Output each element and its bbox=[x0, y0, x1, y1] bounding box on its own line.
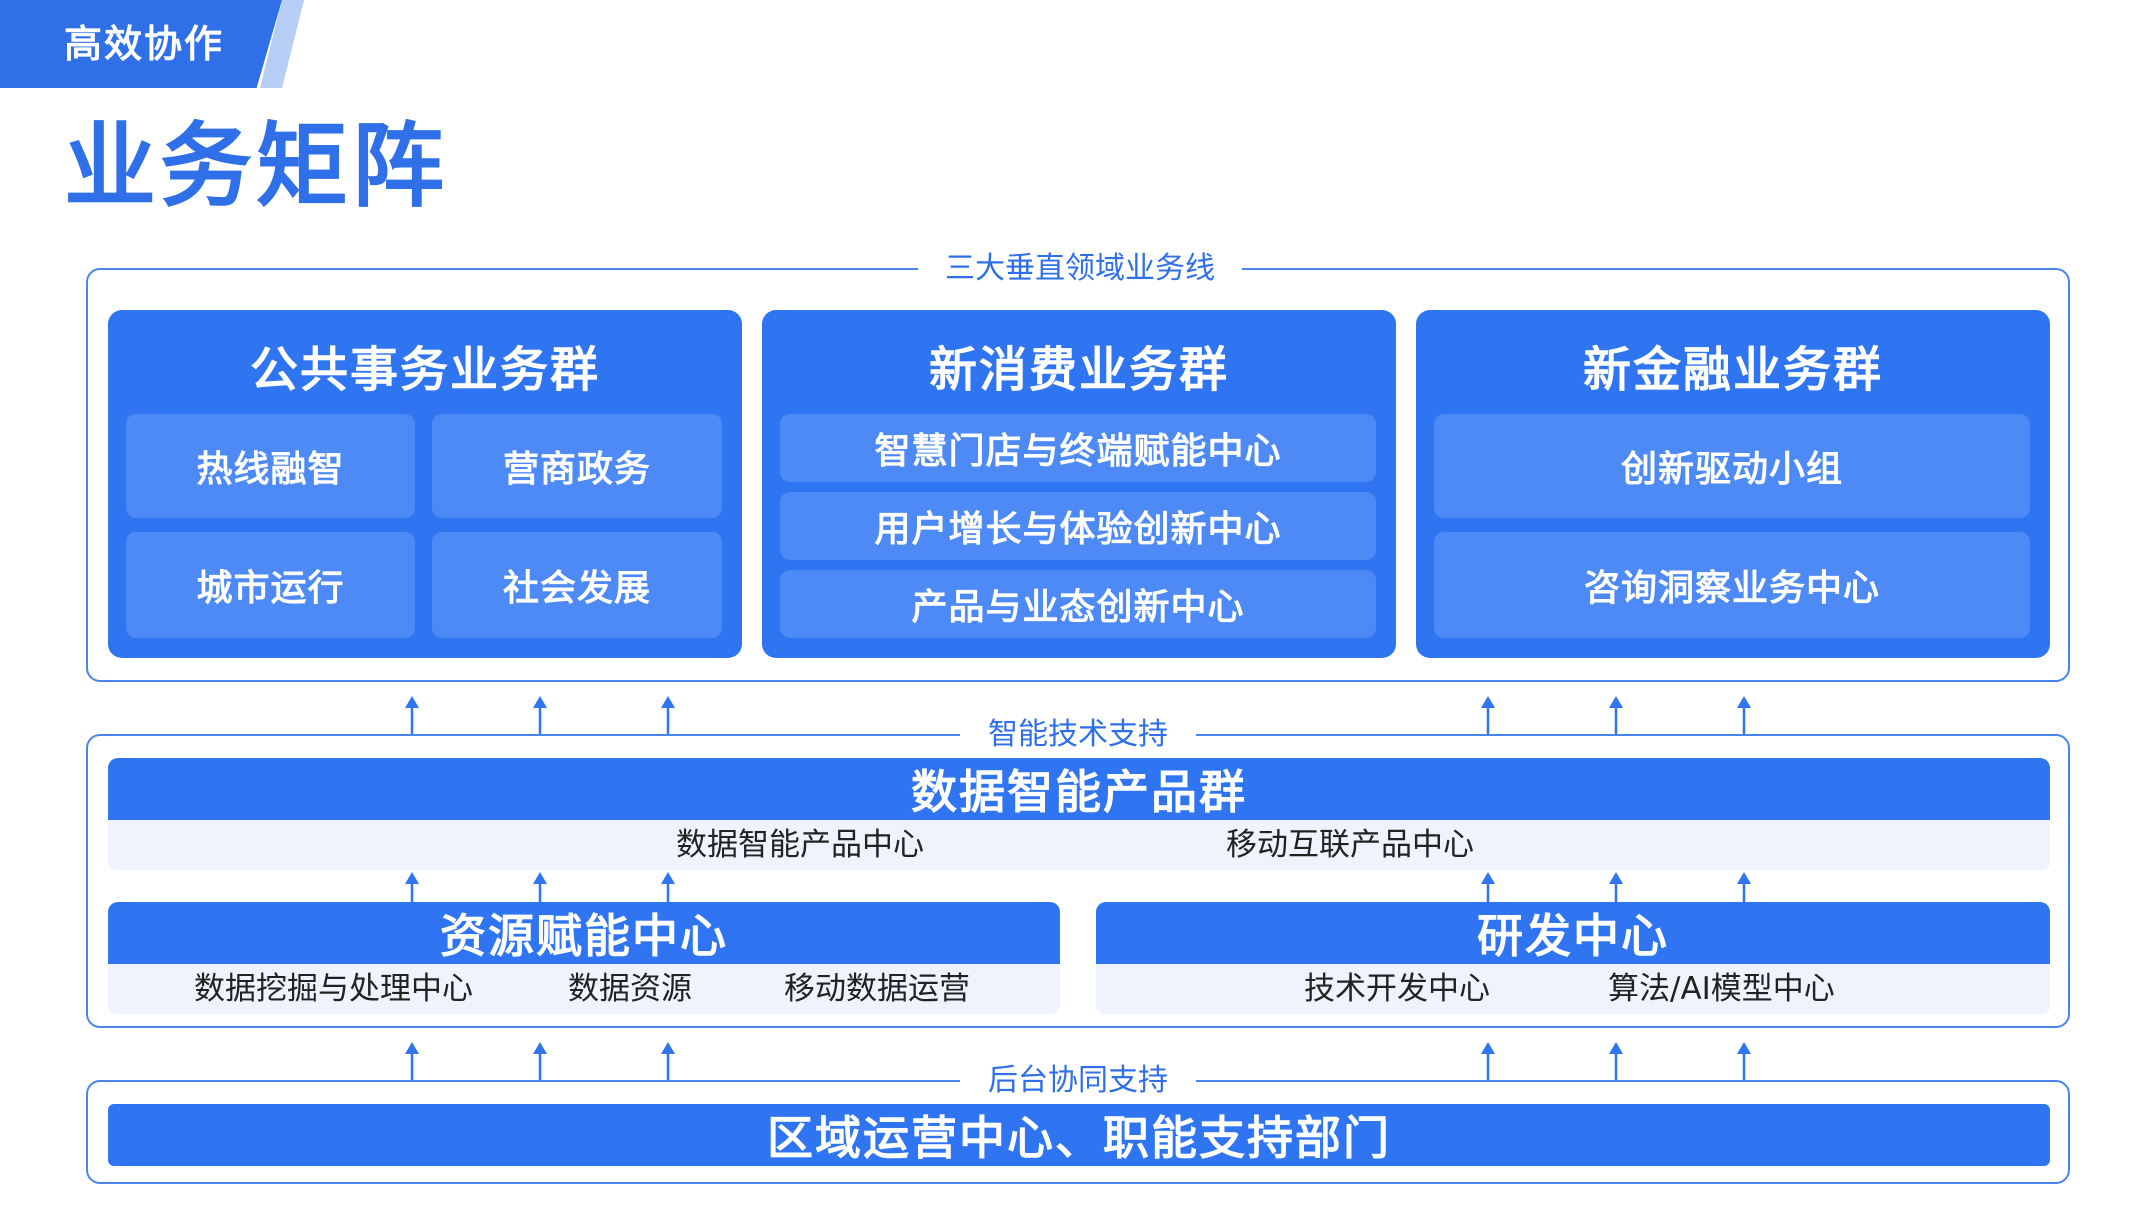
tile-smart-store: 智慧门店与终端赋能中心 bbox=[780, 414, 1376, 482]
mobile-internet-center: 移动互联产品中心 bbox=[1226, 827, 1474, 863]
backend-support-label: 后台协同支持 bbox=[960, 1061, 1196, 1101]
section-tag: 高效协作 bbox=[0, 0, 282, 88]
up-arrow-icon bbox=[1606, 696, 1626, 734]
up-arrow-icon bbox=[530, 872, 550, 902]
tech-dev-center: 技术开发中心 bbox=[1304, 971, 1490, 1007]
resource-center-subbar: 数据挖掘与处理中心 数据资源 移动数据运营 bbox=[108, 964, 1060, 1014]
up-arrow-icon bbox=[1734, 872, 1754, 902]
vertical-business-label: 三大垂直领域业务线 bbox=[918, 249, 1242, 289]
card-title: 公共事务业务群 bbox=[249, 342, 600, 398]
page-title: 业务矩阵 bbox=[64, 113, 449, 220]
data-resources: 数据资源 bbox=[568, 971, 692, 1007]
up-arrow-icon bbox=[658, 1042, 678, 1080]
mobile-data-operation: 移动数据运营 bbox=[784, 971, 970, 1007]
up-arrow-icon bbox=[1606, 872, 1626, 902]
tile-product-innovation: 产品与业态创新中心 bbox=[780, 570, 1376, 638]
resource-center-bar: 资源赋能中心 bbox=[108, 902, 1060, 964]
card-title: 新消费业务群 bbox=[928, 342, 1229, 398]
up-arrow-icon bbox=[1478, 1042, 1498, 1080]
up-arrow-icon bbox=[530, 696, 550, 734]
up-arrow-icon bbox=[402, 1042, 422, 1080]
tech-support-label: 智能技术支持 bbox=[960, 715, 1196, 755]
tile-social-development: 社会发展 bbox=[432, 532, 722, 638]
rnd-center-bar: 研发中心 bbox=[1096, 902, 2050, 964]
up-arrow-icon bbox=[402, 696, 422, 734]
tile-innovation-group: 创新驱动小组 bbox=[1434, 414, 2030, 518]
up-arrow-icon bbox=[402, 872, 422, 902]
public-affairs-card: 公共事务业务群 热线融智 营商政务 城市运行 社会发展 bbox=[108, 310, 742, 658]
rnd-center-subbar: 技术开发中心 算法/AI模型中心 bbox=[1096, 964, 2050, 1014]
data-intelligence-bar: 数据智能产品群 bbox=[108, 758, 2050, 820]
up-arrow-icon bbox=[658, 872, 678, 902]
new-finance-card: 新金融业务群 创新驱动小组 咨询洞察业务中心 bbox=[1416, 310, 2050, 658]
tile-hotline: 热线融智 bbox=[126, 414, 415, 518]
tile-city-operation: 城市运行 bbox=[126, 532, 415, 638]
up-arrow-icon bbox=[658, 696, 678, 734]
new-consumption-card: 新消费业务群 智慧门店与终端赋能中心 用户增长与体验创新中心 产品与业态创新中心 bbox=[762, 310, 1396, 658]
up-arrow-icon bbox=[1734, 1042, 1754, 1080]
data-product-center: 数据智能产品中心 bbox=[676, 827, 924, 863]
title-tag-stripe bbox=[0, 0, 304, 88]
up-arrow-icon bbox=[1734, 696, 1754, 734]
up-arrow-icon bbox=[1478, 872, 1498, 902]
regional-ops-bar: 区域运营中心、职能支持部门 bbox=[108, 1104, 2050, 1166]
tile-consulting-center: 咨询洞察业务中心 bbox=[1434, 532, 2030, 638]
up-arrow-icon bbox=[1606, 1042, 1626, 1080]
up-arrow-icon bbox=[1478, 696, 1498, 734]
card-title: 新金融业务群 bbox=[1582, 342, 1883, 398]
up-arrow-icon bbox=[530, 1042, 550, 1080]
algorithm-ai-center: 算法/AI模型中心 bbox=[1608, 971, 1835, 1007]
tile-user-growth: 用户增长与体验创新中心 bbox=[780, 492, 1376, 560]
data-intelligence-subbar: 数据智能产品中心 移动互联产品中心 bbox=[108, 820, 2050, 870]
tile-business-gov: 营商政务 bbox=[432, 414, 722, 518]
data-mining-center: 数据挖掘与处理中心 bbox=[194, 971, 473, 1007]
